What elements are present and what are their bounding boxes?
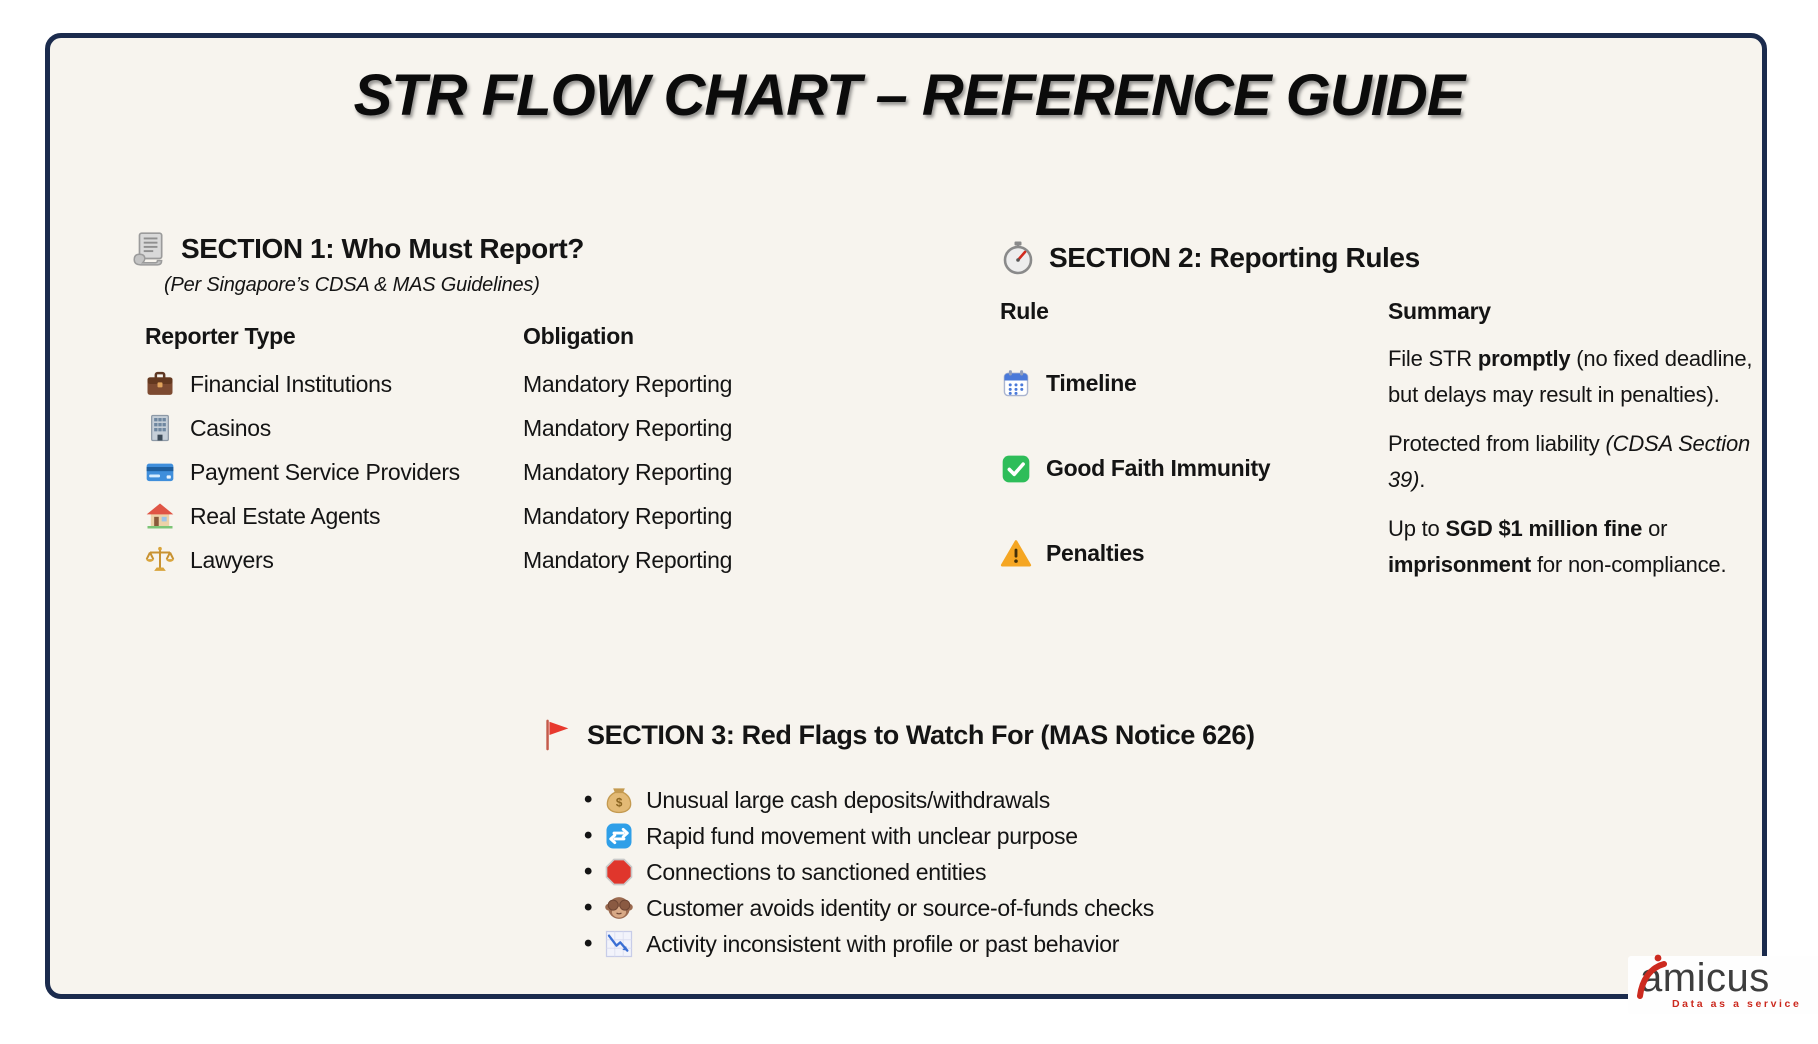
rule-label: Good Faith Immunity [1046, 455, 1271, 481]
obligation-value: Mandatory Reporting [523, 546, 733, 573]
rule-timeline: Timeline [1000, 341, 1388, 426]
summary-text-timeline: File STR promptly (no fixed deadline, bu… [1388, 346, 1753, 407]
table-row-financial-institutions: Financial Institutions [145, 362, 523, 406]
section-1-who-must-report: SECTION 1: Who Must Report? (Per Singapo… [130, 230, 750, 582]
section-2-reporting-rules: SECTION 2: Reporting Rules Rule Summary [1000, 240, 1775, 596]
red-flag-item: • $ Unusual large cash deposits/withdraw… [584, 782, 1540, 818]
money-bag-icon: $ [604, 785, 634, 815]
repeat-arrows-icon [604, 821, 634, 851]
section-3-title: SECTION 3: Red Flags to Watch For (MAS N… [587, 719, 1255, 750]
red-flag-item: • Customer avoids identity or source-of-… [584, 890, 1540, 926]
column-header-rule: Rule [1000, 298, 1049, 324]
red-flags-list: • $ Unusual large cash deposits/withdraw… [584, 782, 1540, 962]
logo-tagline: Data as a service [1672, 998, 1802, 1010]
slide-card [45, 33, 1767, 999]
logo-swoosh-icon [1634, 950, 1670, 1007]
bullet: • [584, 894, 593, 921]
office-building-icon [145, 413, 175, 443]
chart-decreasing-icon [604, 929, 634, 959]
obligation-value: Mandatory Reporting [523, 502, 733, 529]
table-row-real-estate-agents: Real Estate Agents [145, 494, 523, 538]
red-flag-text: Connections to sanctioned entities [646, 858, 987, 885]
table-row-payment-service-providers: Payment Service Providers [145, 450, 523, 494]
reporter-type-label: Financial Institutions [190, 370, 392, 397]
rule-label: Timeline [1046, 370, 1137, 396]
section-2-title: SECTION 2: Reporting Rules [1049, 242, 1420, 273]
balance-scale-icon [145, 545, 175, 575]
table-row-lawyers: Lawyers [145, 538, 523, 582]
rules-table: Rule Summary Ti [1000, 298, 1775, 596]
stopwatch-icon [1000, 240, 1036, 276]
red-flag-item: • Activity inconsistent with profile or … [584, 926, 1540, 962]
calendar-icon [1000, 368, 1032, 400]
obligation-value: Mandatory Reporting [523, 370, 733, 397]
red-flag-icon [540, 718, 574, 752]
column-header-obligation: Obligation [523, 323, 634, 349]
reporter-type-label: Real Estate Agents [190, 502, 381, 529]
red-flag-item: • Connections to sanctioned entities [584, 854, 1540, 890]
credit-card-icon [145, 457, 175, 487]
rule-good-faith-immunity: Good Faith Immunity [1000, 426, 1388, 511]
section-1-subtitle: (Per Singapore’s CDSA & MAS Guidelines) [164, 274, 540, 296]
page-title: STR FLOW CHART – REFERENCE GUIDE [353, 63, 1466, 128]
bullet: • [584, 822, 593, 849]
column-header-reporter-type: Reporter Type [145, 323, 296, 349]
obligation-value: Mandatory Reporting [523, 414, 733, 441]
rule-label: Penalties [1046, 540, 1145, 566]
warning-icon [1000, 538, 1032, 570]
summary-text-penalties: Up to SGD $1 million fine or imprisonmen… [1388, 516, 1727, 577]
red-flag-text: Rapid fund movement with unclear purpose [646, 822, 1078, 849]
reporter-type-label: Casinos [190, 414, 271, 441]
briefcase-icon [145, 369, 175, 399]
stop-sign-icon [604, 857, 634, 887]
red-flag-text: Unusual large cash deposits/withdrawals [646, 786, 1050, 813]
check-mark-icon [1000, 453, 1032, 485]
section-1-title: SECTION 1: Who Must Report? [181, 233, 584, 264]
obligation-value: Mandatory Reporting [523, 458, 733, 485]
svg-text:$: $ [616, 797, 623, 810]
rule-penalties: Penalties [1000, 511, 1388, 596]
section-3-red-flags: SECTION 3: Red Flags to Watch For (MAS N… [540, 718, 1540, 962]
bullet: • [584, 786, 593, 813]
table-row-casinos: Casinos [145, 406, 523, 450]
reporter-type-label: Lawyers [190, 546, 274, 573]
summary-text-good-faith: Protected from liability (CDSA Section 3… [1388, 431, 1751, 492]
red-flag-text: Activity inconsistent with profile or pa… [646, 930, 1120, 957]
column-header-summary: Summary [1388, 298, 1491, 324]
receipt-icon [130, 230, 168, 268]
see-no-evil-monkey-icon [604, 893, 634, 923]
house-icon [145, 501, 175, 531]
reporter-type-label: Payment Service Providers [190, 458, 460, 485]
bullet: • [584, 930, 593, 957]
red-flag-text: Customer avoids identity or source-of-fu… [646, 894, 1154, 921]
amicus-logo: amicus Data as a service [1628, 954, 1818, 1014]
red-flag-item: • Rapid fund movement with unclear purpo… [584, 818, 1540, 854]
bullet: • [584, 858, 593, 885]
reporter-table: Reporter Type Obligation Financial Insti… [145, 323, 750, 582]
